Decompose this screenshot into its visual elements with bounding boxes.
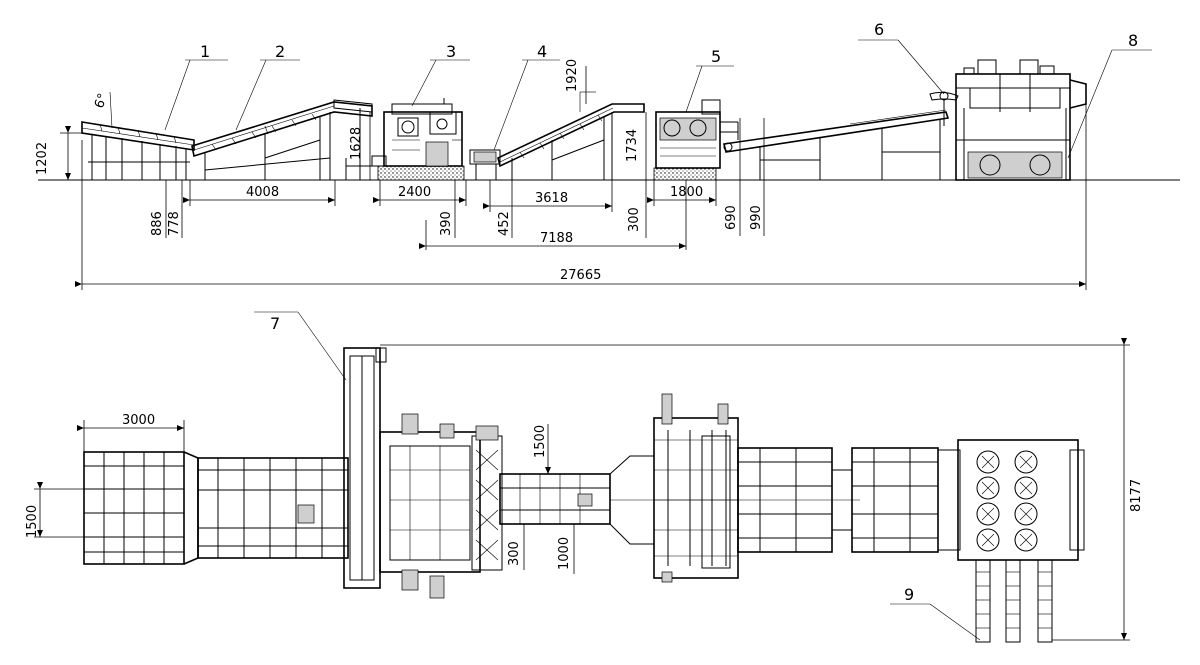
infeed-frame-plan xyxy=(83,451,349,565)
callouts-side: 1 2 3 4 5 6 8 xyxy=(164,20,1152,159)
dim-1202: 1202 xyxy=(35,142,50,175)
dim-690: 690 xyxy=(724,205,739,230)
dim-300: 300 xyxy=(627,207,642,232)
callout-9: 9 xyxy=(904,585,914,604)
plan-dimensions: 3000 1500 1500 300 1000 8177 xyxy=(25,338,1144,641)
dim-1628: 1628 xyxy=(349,127,364,160)
dim-452: 452 xyxy=(497,211,512,236)
middle-conveyor-plan xyxy=(499,455,654,545)
machine-5 xyxy=(653,99,739,181)
dim-2400: 2400 xyxy=(398,185,431,200)
callout-6: 6 xyxy=(874,20,884,39)
incline-conveyor-2 xyxy=(191,99,373,180)
dim-7188: 7188 xyxy=(540,231,573,246)
dim-1800: 1800 xyxy=(670,185,703,200)
infeed-conveyor-1: 6° xyxy=(81,91,195,180)
dim-390: 390 xyxy=(439,211,454,236)
dim-1000-plan: 1000 xyxy=(557,537,572,570)
plan-view: 7 9 3000 1500 1500 300 xyxy=(25,311,1144,643)
dim-300-plan: 300 xyxy=(507,541,522,566)
dim-3000: 3000 xyxy=(122,413,155,428)
machine-6-plan xyxy=(937,439,1085,643)
dim-1734: 1734 xyxy=(625,129,640,162)
dim-27665: 27665 xyxy=(560,268,601,283)
machine-5-plan xyxy=(653,393,739,583)
dim-3618: 3618 xyxy=(535,191,568,206)
machine-3-plan xyxy=(379,413,503,599)
callout-2: 2 xyxy=(275,42,285,61)
machine-6 xyxy=(929,59,1087,181)
discharge-frames-plan xyxy=(610,447,939,553)
unit-4 xyxy=(469,149,501,180)
dim-1500-left: 1500 xyxy=(25,505,40,538)
callout-1: 1 xyxy=(200,42,210,61)
hoses-9 xyxy=(975,559,1053,643)
dim-1920: 1920 xyxy=(565,59,580,92)
callout-7: 7 xyxy=(270,314,280,333)
discharge-conveyor xyxy=(723,109,950,180)
dim-990: 990 xyxy=(749,205,764,230)
angle-label: 6° xyxy=(92,91,111,110)
dim-1500-mid: 1500 xyxy=(533,425,548,458)
callout-4: 4 xyxy=(537,42,547,61)
callout-3: 3 xyxy=(446,42,456,61)
dim-4008: 4008 xyxy=(246,185,279,200)
incline-conveyor-4 xyxy=(497,91,645,180)
dim-8177: 8177 xyxy=(1129,479,1144,512)
side-dimensions: 1202 886 778 4008 1628 2400 390 4 xyxy=(35,59,1087,290)
side-view: 6° xyxy=(35,20,1180,290)
machine-3 xyxy=(345,98,465,181)
callout-8: 8 xyxy=(1128,31,1138,50)
callouts-plan: 7 9 xyxy=(254,311,981,641)
callout-5: 5 xyxy=(711,47,721,66)
dim-886: 886 xyxy=(150,211,165,236)
dim-778: 778 xyxy=(167,211,182,236)
